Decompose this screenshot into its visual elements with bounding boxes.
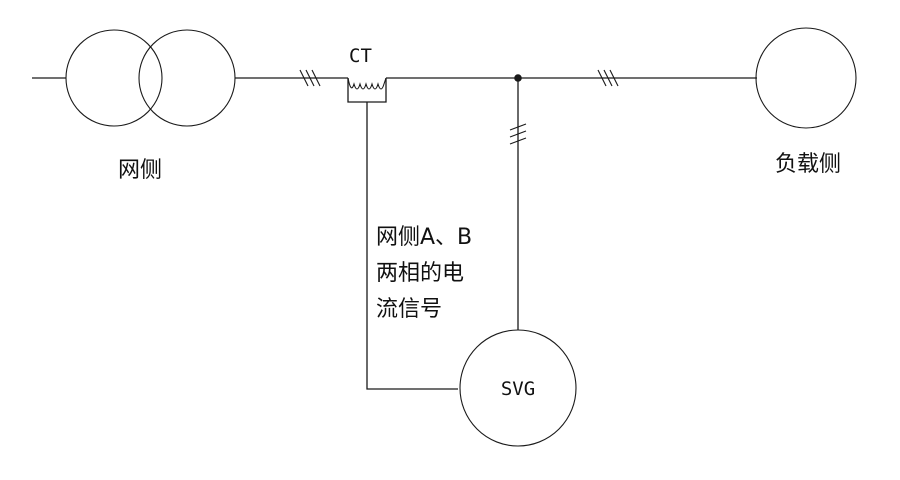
ct-label: CT xyxy=(349,45,372,67)
signal-description-line3: 流信号 xyxy=(376,297,442,322)
three-phase-marker-left xyxy=(299,69,321,87)
ct-coil xyxy=(347,77,387,90)
transformer xyxy=(32,29,236,127)
ct-symbol: CT xyxy=(347,45,387,103)
ct-body xyxy=(347,78,387,103)
main-bus xyxy=(235,74,757,82)
svg-device-label: SVG xyxy=(501,378,535,400)
transformer-secondary-winding xyxy=(138,29,236,127)
load-side-label: 负载侧 xyxy=(775,152,841,177)
load-circle xyxy=(755,27,857,129)
svg-device-circle xyxy=(459,329,577,447)
grid-side-label: 网侧 xyxy=(118,158,162,183)
three-phase-marker-right xyxy=(597,69,619,87)
ct-signal-wire xyxy=(366,102,458,390)
three-phase-marker-branch xyxy=(509,123,527,145)
transformer-primary-winding xyxy=(65,29,163,127)
signal-description-line1: 网侧A、B xyxy=(376,225,472,250)
signal-description-line2: 两相的电 xyxy=(376,261,464,286)
svg-device: SVG xyxy=(459,329,577,447)
